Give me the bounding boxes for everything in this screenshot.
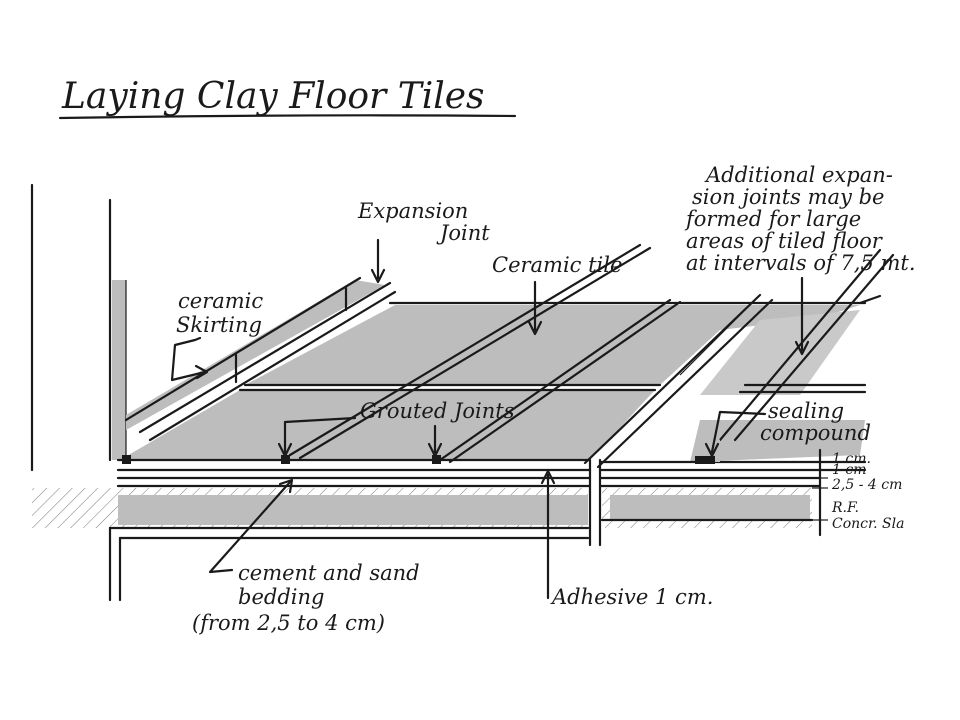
- label-ceramic-skirting-2: Skirting: [176, 313, 262, 337]
- label-cement-sand-3: (from 2,5 to 4 cm): [192, 611, 385, 635]
- label-additional-joints-2: sion joints may be: [692, 185, 884, 209]
- title-underline: [58, 114, 517, 120]
- diagram-title: Laying Clay Floor Tiles: [61, 76, 485, 117]
- label-sealing-compound-2: compound: [760, 421, 871, 445]
- label-adhesive: Adhesive 1 cm.: [550, 585, 713, 609]
- label-additional-joints-1: Additional expan-: [704, 163, 893, 187]
- label-dimension-1: 1 cm.: [832, 451, 871, 467]
- label-dimension-2: 1 cm: [832, 462, 866, 478]
- ceramic-skirting: [124, 276, 397, 442]
- tile-floor: [116, 243, 895, 472]
- label-dimension-3: 2,5 - 4 cm: [831, 477, 902, 493]
- label-additional-joints-4: areas of tiled floor: [686, 229, 884, 253]
- label-expansion-joint: Expansion: [357, 199, 468, 223]
- wall: [30, 183, 127, 472]
- label-rf: R.F.: [831, 500, 859, 516]
- label-additional-joints-5: at intervals of 7,5 mt.: [686, 251, 916, 275]
- label-cement-sand-1: cement and sand: [238, 561, 420, 585]
- label-additional-joints-3: formed for large: [684, 207, 861, 231]
- grout-mark: [122, 455, 131, 464]
- label-ceramic-skirting: ceramic: [178, 289, 263, 313]
- concrete-slab: [32, 488, 814, 602]
- grout-mark: [281, 455, 290, 464]
- label-sealing-compound: sealing: [768, 399, 844, 423]
- label-cement-sand-2: bedding: [238, 585, 324, 609]
- bedding-layers: [116, 458, 822, 547]
- label-expansion-joint-2: Joint: [436, 221, 490, 245]
- label-grouted-joints: Grouted Joints: [360, 399, 515, 423]
- dimension-marks: [812, 448, 828, 537]
- label-ceramic-tile: Ceramic tile: [492, 253, 622, 277]
- label-concrete-slab: Concr. Sla: [832, 516, 904, 532]
- grout-mark: [432, 455, 441, 464]
